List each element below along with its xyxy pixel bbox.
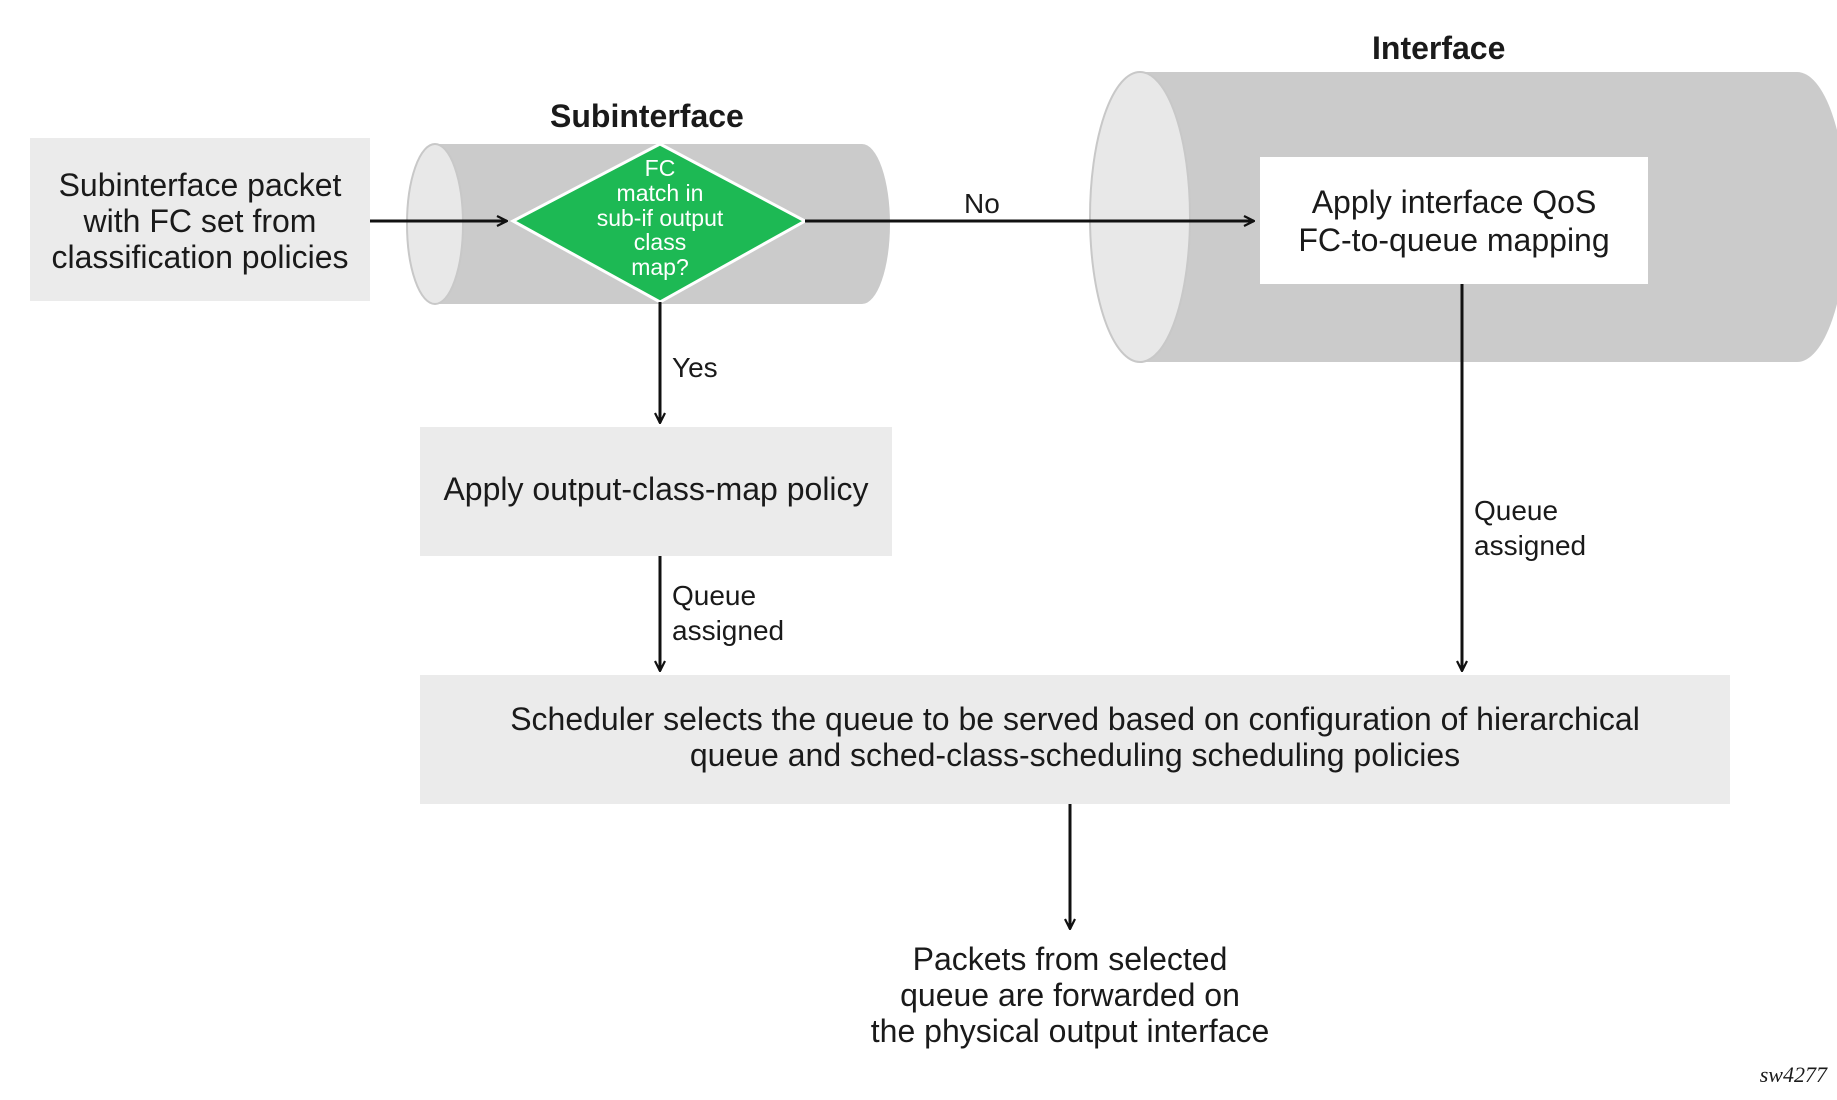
queue-assigned-label-right: Queue assigned	[1474, 495, 1587, 561]
no-label: No	[964, 188, 1000, 219]
input-packet-text: Subinterface packet with FC set from cla…	[51, 167, 349, 275]
queue-assigned-label-left: Queue assigned	[672, 580, 785, 646]
scheduler-box	[420, 675, 1730, 804]
scheduler-text: Scheduler selects the queue to be served…	[510, 701, 1640, 773]
subinterface-title: Subinterface	[550, 98, 744, 134]
interface-mapping-box	[1260, 157, 1648, 284]
class-map-policy-text: Apply output-class-map policy	[443, 471, 869, 507]
class-map-policy-box	[420, 427, 892, 556]
input-packet-box	[30, 138, 370, 301]
yes-label: Yes	[672, 352, 718, 383]
figure-id-label: sw4277	[1759, 1062, 1827, 1087]
output-forwarding-text: Packets from selected queue are forwarde…	[870, 941, 1270, 1049]
decision-text: FC match in sub-if output class map?	[596, 155, 724, 281]
interface-title: Interface	[1372, 30, 1506, 66]
interface-mapping-text: Apply interface QoS FC-to-queue mapping	[1298, 184, 1610, 258]
